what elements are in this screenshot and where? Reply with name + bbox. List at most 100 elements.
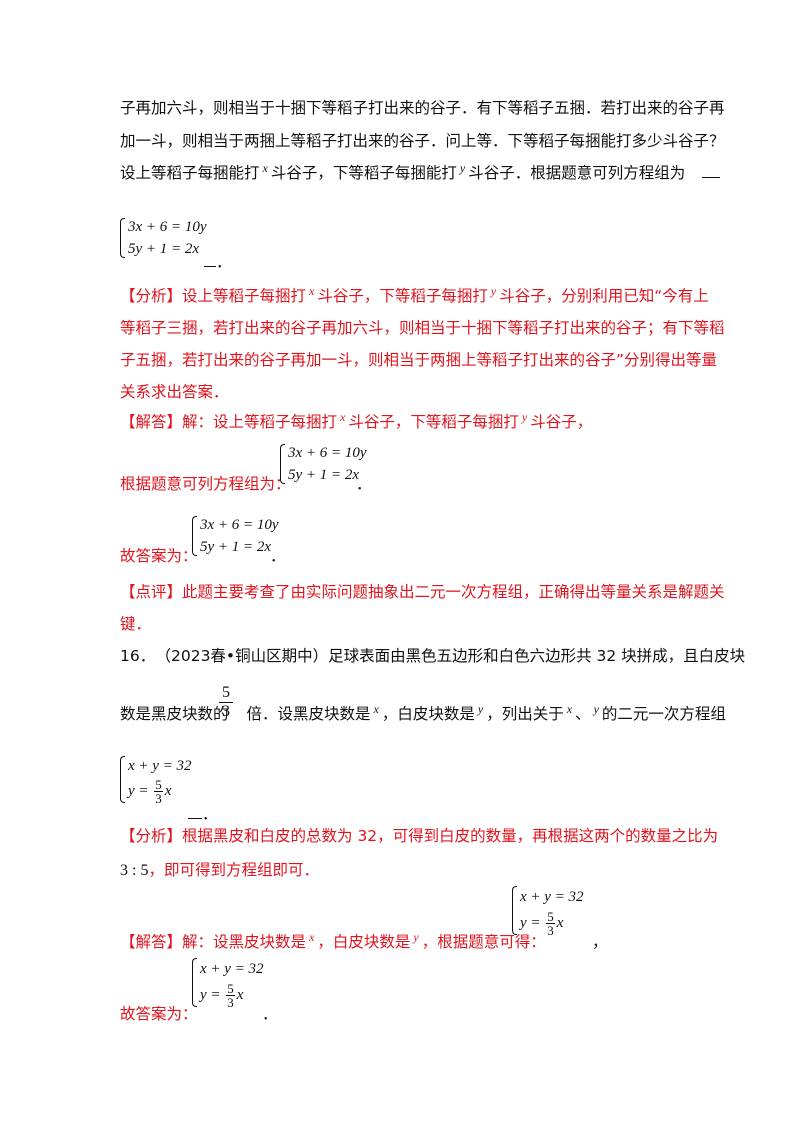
var-x: x — [262, 161, 268, 175]
problem16-text: 足球表面由黑色五边形和白色六边形共 32 块拼成，且白皮块 — [328, 647, 746, 665]
problem16-text: 倍．设黑皮块数是 — [246, 705, 371, 723]
fraction-denominator: 3 — [227, 995, 234, 1011]
solution15-text: 解：设上等稻子每捆打 — [182, 413, 338, 431]
solution16-text: 解：设黑皮块数是 — [182, 933, 307, 951]
var-x: x — [566, 702, 573, 716]
solution16-line2: 故答案为： — [120, 1005, 198, 1023]
solution15-text: 斗谷子， — [530, 413, 593, 431]
problem15-line2: 加一斗，则相当于两捆上等稻子打出来的谷子．问上等．下等稻子每捆能打多少斗谷子？ — [120, 132, 725, 150]
problem16-line1: 16． （2023春•铜山区期中）足球表面由黑色五边形和白色六边形共 32 块拼成… — [120, 646, 745, 666]
equation-row: 5y + 1 = 2x — [288, 467, 360, 483]
var-x: x — [373, 702, 379, 716]
analysis15-text: 斗谷子，分别利用已知“今有上 — [499, 287, 709, 305]
solution15-system: 3x + 6 = 10y 5y + 1 = 2x — [280, 442, 367, 486]
problem16-text: ，列出关于 — [486, 705, 564, 723]
analysis15-text: 设上等稻子每捆打 — [182, 287, 307, 305]
fraction-numerator: 5 — [154, 777, 163, 792]
fraction-numerator: 5 — [219, 684, 233, 703]
problem-source: （2023春•铜山区期中） — [163, 647, 329, 665]
analysis16-text: ，即可得到方程组即可． — [148, 861, 319, 879]
equation-lhs: y = — [128, 782, 149, 799]
comment15-line2: 键． — [120, 615, 152, 633]
var-y: y — [593, 702, 599, 716]
problem15-line3-c: 斗谷子．根据题意可列方程组为 — [468, 164, 686, 182]
solution-tag: 【解答】 — [120, 413, 183, 431]
analysis-tag: 【分析】 — [120, 827, 183, 845]
analysis15-line3: 子五捆，若打出来的谷子再加一斗，则相当于两捆上等稻子打出来的谷子”分别得出等量 — [120, 351, 718, 369]
answer-blank — [702, 163, 721, 178]
var-y: y — [413, 930, 419, 944]
solution-tag: 【解答】 — [120, 933, 183, 951]
fraction-denominator: 3 — [547, 923, 554, 939]
problem15-line3-a: 设上等稻子每捆能打 — [120, 164, 260, 182]
analysis-tag: 【分析】 — [120, 287, 183, 305]
problem16-text: 的二元一次方程组 — [601, 705, 726, 723]
solution15-line2: 根据题意可列方程组为： — [120, 475, 291, 493]
problem15-line1: 子再加六斗，则相当于十捆下等稻子打出来的谷子．有下等稻子五捆．若打出来的谷子再 — [120, 99, 725, 117]
fraction-denominator: 3 — [222, 703, 230, 720]
equation-rhs: x — [164, 782, 172, 799]
problem16-text: ，白皮块数是 — [381, 705, 475, 723]
problem16-text: 数是黑皮块数的 — [120, 705, 229, 723]
equation-row: x + y = 32 — [128, 758, 192, 774]
solution16-text: ，白皮块数是 — [317, 933, 411, 951]
fraction-numerator: 5 — [546, 909, 555, 925]
equation-row: 5y + 1 = 2x — [128, 241, 200, 257]
equation-row: x + y = 32 — [200, 961, 264, 977]
var-y: y — [477, 702, 484, 716]
var-x: x — [309, 284, 315, 298]
problem-number: 16． — [120, 647, 156, 665]
var-x: x — [340, 410, 346, 424]
solution15-text: 斗谷子，下等稻子每捆打 — [348, 413, 519, 431]
period: ． — [216, 253, 232, 271]
analysis16-line1: 【分析】根据黑皮和白皮的总数为 32，可得到白皮的数量，再根据这两个的数量之比为 — [120, 826, 718, 846]
problem15-answer-system: 3x + 6 = 10y 5y + 1 = 2x — [120, 216, 207, 260]
var-x: x — [309, 930, 315, 944]
equation-lhs: y = — [520, 915, 541, 931]
answer-blank — [204, 252, 216, 267]
equation-row: x + y = 32 — [520, 889, 584, 905]
var-y: y — [521, 410, 528, 424]
problem16-answer-end: ． — [188, 804, 218, 824]
solution16-answer-end: ． — [262, 1005, 278, 1023]
var-y: y — [459, 161, 466, 175]
analysis15-text: 斗谷子，下等稻子每捆打 — [317, 287, 488, 305]
solution15-end: ． — [356, 475, 372, 493]
equation-row: 3x + 6 = 10y — [288, 445, 367, 461]
answer-blank — [188, 804, 202, 819]
solution16-text: ，根据题意可得： — [421, 933, 546, 951]
fraction-denominator: 3 — [155, 791, 162, 806]
equation-row: 3x + 6 = 10y — [200, 517, 279, 533]
comment15-line1: 【点评】此题主要考查了由实际问题抽象出二元一次方程组，正确得出等量关系是解题关 — [120, 582, 725, 602]
problem15-line3-b: 斗谷子，下等稻子每捆能打 — [270, 164, 457, 182]
analysis15-line2: 等稻子三捆，若打出来的谷子再加六斗，则相当于十捆下等稻子打出来的谷子；有下等稻 — [120, 319, 725, 337]
analysis15-line4: 关系求出答案． — [120, 383, 229, 401]
period: ． — [202, 805, 218, 823]
analysis16-text: 根据黑皮和白皮的总数为 32，可得到白皮的数量，再根据这两个的数量之比为 — [182, 827, 719, 845]
equation-lhs: y = — [200, 987, 221, 1003]
comment-tag: 【点评】 — [120, 583, 183, 601]
solution15-line3: 故答案为： — [120, 547, 198, 565]
var-y: y — [490, 284, 497, 298]
problem15-answer-end: ． — [204, 252, 232, 272]
problem16-text: 、 — [575, 705, 591, 723]
fraction-numerator: 5 — [226, 981, 235, 997]
analysis16-line2: 3 : 5，即可得到方程组即可． — [120, 860, 319, 881]
problem16-fraction: 5 3 — [219, 684, 233, 721]
solution16-comma: ， — [592, 933, 608, 951]
solution15-answer-end: ． — [270, 547, 286, 565]
comment15-text: 此题主要考查了由实际问题抽象出二元一次方程组，正确得出等量关系是解题关 — [182, 583, 725, 601]
equation-row: 5y + 1 = 2x — [200, 539, 272, 555]
